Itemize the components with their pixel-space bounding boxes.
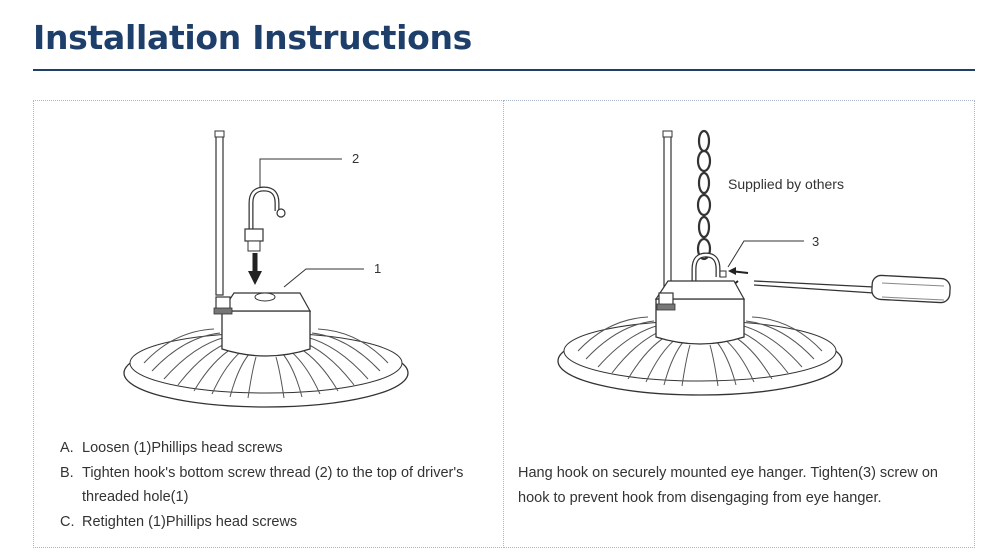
down-arrow-icon — [248, 253, 262, 285]
hanging-description: Hang hook on securely mounted eye hanger… — [518, 465, 938, 506]
step-text: Tighten hook's bottom screw thread (2) t… — [82, 464, 464, 506]
fixture-body — [557, 280, 843, 396]
step-text: Loosen (1)Phillips head screws — [82, 440, 283, 456]
callout-label-3: 3 — [812, 234, 819, 249]
arrow-left-icon — [728, 267, 736, 275]
cable-rod — [663, 134, 672, 296]
cable-rod — [215, 134, 224, 296]
hook-installation-diagram: 2 1 — [34, 101, 505, 431]
title-underline — [33, 69, 975, 71]
callout-line-1 — [283, 268, 364, 288]
chain — [696, 129, 712, 261]
fixture-body — [123, 292, 409, 408]
list-item: A. Loosen (1)Phillips head screws — [60, 436, 500, 461]
supplied-label: Supplied by others — [728, 176, 844, 192]
list-item: C. Retighten (1)Phillips head screws — [60, 510, 500, 535]
page-title: Installation Instructions — [33, 18, 472, 57]
callout-line-2 — [259, 158, 342, 187]
hook — [244, 186, 286, 252]
callout-line-3 — [727, 240, 804, 268]
callout-label-1: 1 — [374, 261, 381, 276]
list-item: B. Tighten hook's bottom screw thread (2… — [60, 461, 500, 510]
hook-installation-svg: 2 1 — [123, 130, 409, 408]
step-text: Retighten (1)Phillips head screws — [82, 513, 298, 530]
right-panel: Supplied by others 3 — [504, 100, 975, 548]
callout-label-2: 2 — [352, 151, 359, 166]
step-letter: C. — [60, 513, 75, 530]
screwdriver-icon — [753, 274, 951, 304]
instruction-steps: A. Loosen (1)Phillips head screws B. Tig… — [60, 436, 500, 534]
step-letter: A. — [60, 440, 74, 456]
hanging-svg: Supplied by others 3 — [557, 129, 951, 396]
step-letter: B. — [60, 464, 74, 481]
hanging-diagram: Supplied by others 3 — [504, 101, 975, 431]
left-panel: 2 1 — [33, 100, 504, 548]
